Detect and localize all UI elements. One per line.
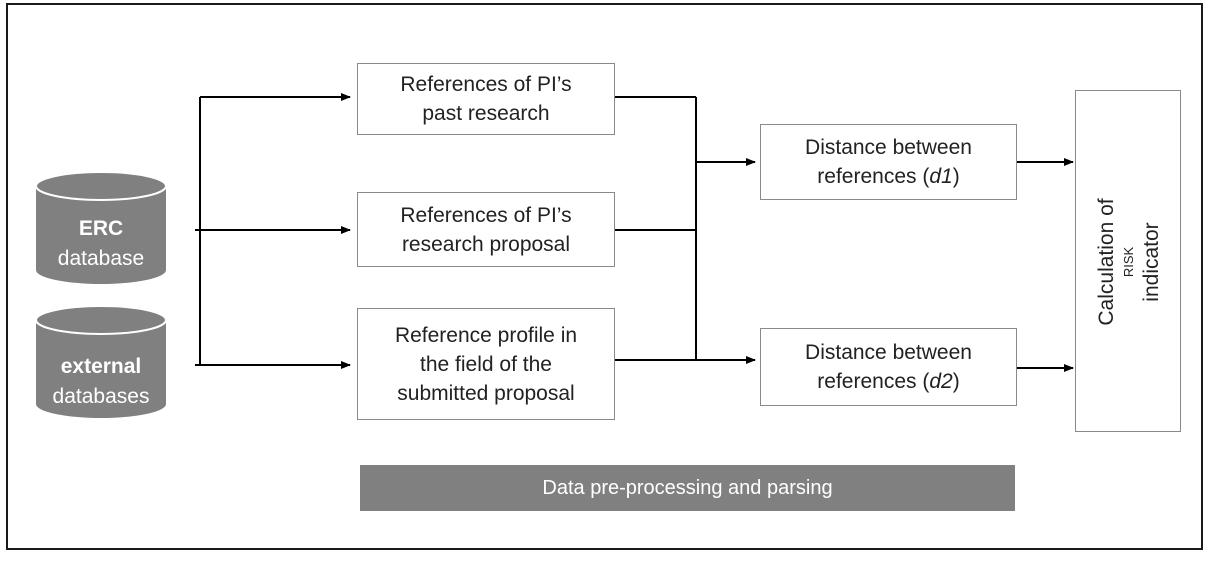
external-databases-bold: external <box>60 355 142 378</box>
database-icon <box>36 172 166 284</box>
preprocessing-label: Data pre-processing and parsing <box>542 476 833 499</box>
diagram-frame <box>6 3 1203 550</box>
external-databases-cylinder: external databases <box>36 306 166 418</box>
database-icon <box>36 306 166 418</box>
distance-d2-variable: d2 <box>929 370 953 393</box>
distance-d2-label: Distance between references (d2) <box>805 338 972 396</box>
risk-line-risk: RISK <box>1121 246 1136 278</box>
reference-profile-box: Reference profile in the field of the su… <box>357 308 615 420</box>
risk-line-indicator: indicator <box>1140 222 1163 302</box>
distance-d2-prefix: Distance between references ( <box>805 341 972 393</box>
distance-d2-suffix: ) <box>952 370 960 393</box>
distance-d1-suffix: ) <box>952 165 960 188</box>
external-databases-normal: databases <box>52 385 150 408</box>
research-proposal-references-label: References of PI’s research proposal <box>400 203 572 256</box>
distance-d1-label: Distance between references (d1) <box>805 133 972 191</box>
distance-d1-prefix: Distance between references ( <box>805 136 972 188</box>
distance-d1-box: Distance between references (d1) <box>760 124 1017 200</box>
erc-database-label: ERC database <box>36 214 166 274</box>
past-research-references-box: References of PI’s past research <box>357 63 615 135</box>
reference-profile-label: Reference profile in the field of the su… <box>394 323 578 405</box>
past-research-references-label: References of PI’s past research <box>400 73 572 125</box>
distance-d2-box: Distance between references (d2) <box>760 328 1017 406</box>
risk-indicator-box: Calculation of RISK indicator <box>1075 90 1181 432</box>
external-databases-label: external databases <box>36 352 166 412</box>
erc-database-cylinder: ERC database <box>36 172 166 284</box>
distance-d1-variable: d1 <box>929 165 953 188</box>
erc-database-bold: ERC <box>78 217 124 240</box>
risk-line-calculation: Calculation of <box>1095 198 1118 326</box>
erc-database-normal: database <box>57 247 145 270</box>
research-proposal-references-box: References of PI’s research proposal <box>357 192 615 267</box>
risk-indicator-label: Calculation of RISK indicator <box>1093 102 1165 422</box>
preprocessing-bar: Data pre-processing and parsing <box>360 465 1015 511</box>
